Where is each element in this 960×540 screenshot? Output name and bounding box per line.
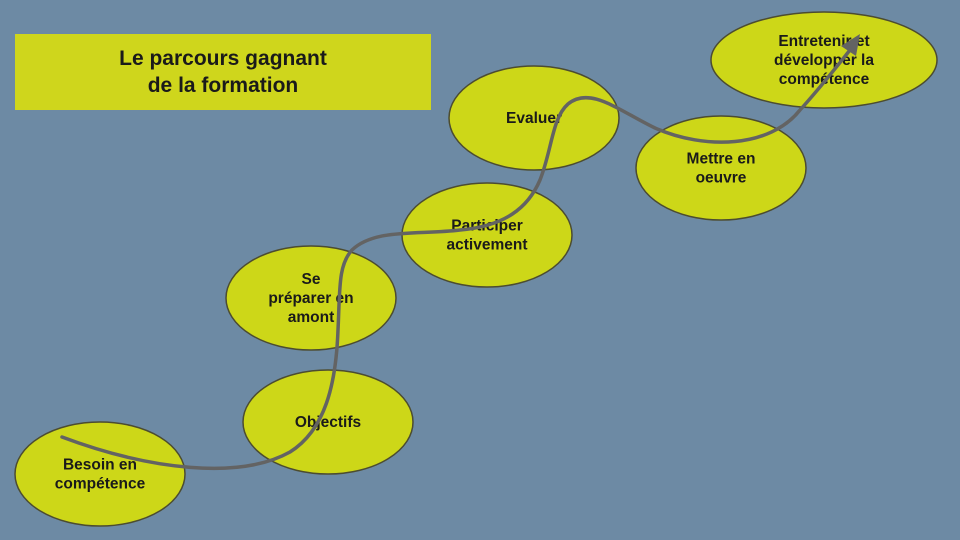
path-arrowhead: [841, 34, 860, 56]
step-ellipse-evaluer: [448, 65, 620, 171]
step-label-mettre-2: oeuvre: [696, 170, 747, 187]
step-label-besoin-1: Besoin en: [63, 457, 137, 474]
step-label-preparer-1: Se: [302, 271, 321, 288]
step-label-besoin-2: compétence: [55, 476, 146, 493]
step-node-besoin: Besoin en compétence: [14, 421, 186, 527]
path-curve: [60, 48, 852, 471]
title-line-1: Le parcours gagnant: [119, 47, 327, 70]
step-label-mettre-1: Mettre en: [687, 151, 756, 168]
step-label-evaluer-1: Evaluer: [506, 110, 562, 127]
step-label-preparer-3: amont: [288, 309, 335, 326]
step-label-preparer-2: préparer en: [268, 290, 353, 307]
step-node-mettre: Mettre en oeuvre: [635, 115, 807, 221]
step-label-participer-2: activement: [447, 237, 528, 254]
title-box: Le parcours gagnant de la formation: [15, 34, 431, 110]
step-ellipse-preparer: [225, 245, 397, 351]
step-node-objectifs: Objectifs: [242, 369, 414, 475]
step-ellipse-mettre: [635, 115, 807, 221]
step-nodes: Besoin en compétence Objectifs Se préparer e…: [14, 11, 938, 527]
step-node-preparer: Se préparer en amont: [225, 245, 397, 351]
step-label-entretenir-2: développer la: [774, 52, 874, 69]
step-ellipse-besoin: [14, 421, 186, 527]
step-ellipse-objectifs: [242, 369, 414, 475]
title-line-2: de la formation: [147, 74, 299, 97]
step-ellipse-participer: [401, 182, 573, 288]
step-label-objectifs-1: Objectifs: [295, 414, 361, 431]
step-node-evaluer: Evaluer: [448, 65, 620, 171]
step-ellipse-entretenir: [710, 11, 938, 109]
